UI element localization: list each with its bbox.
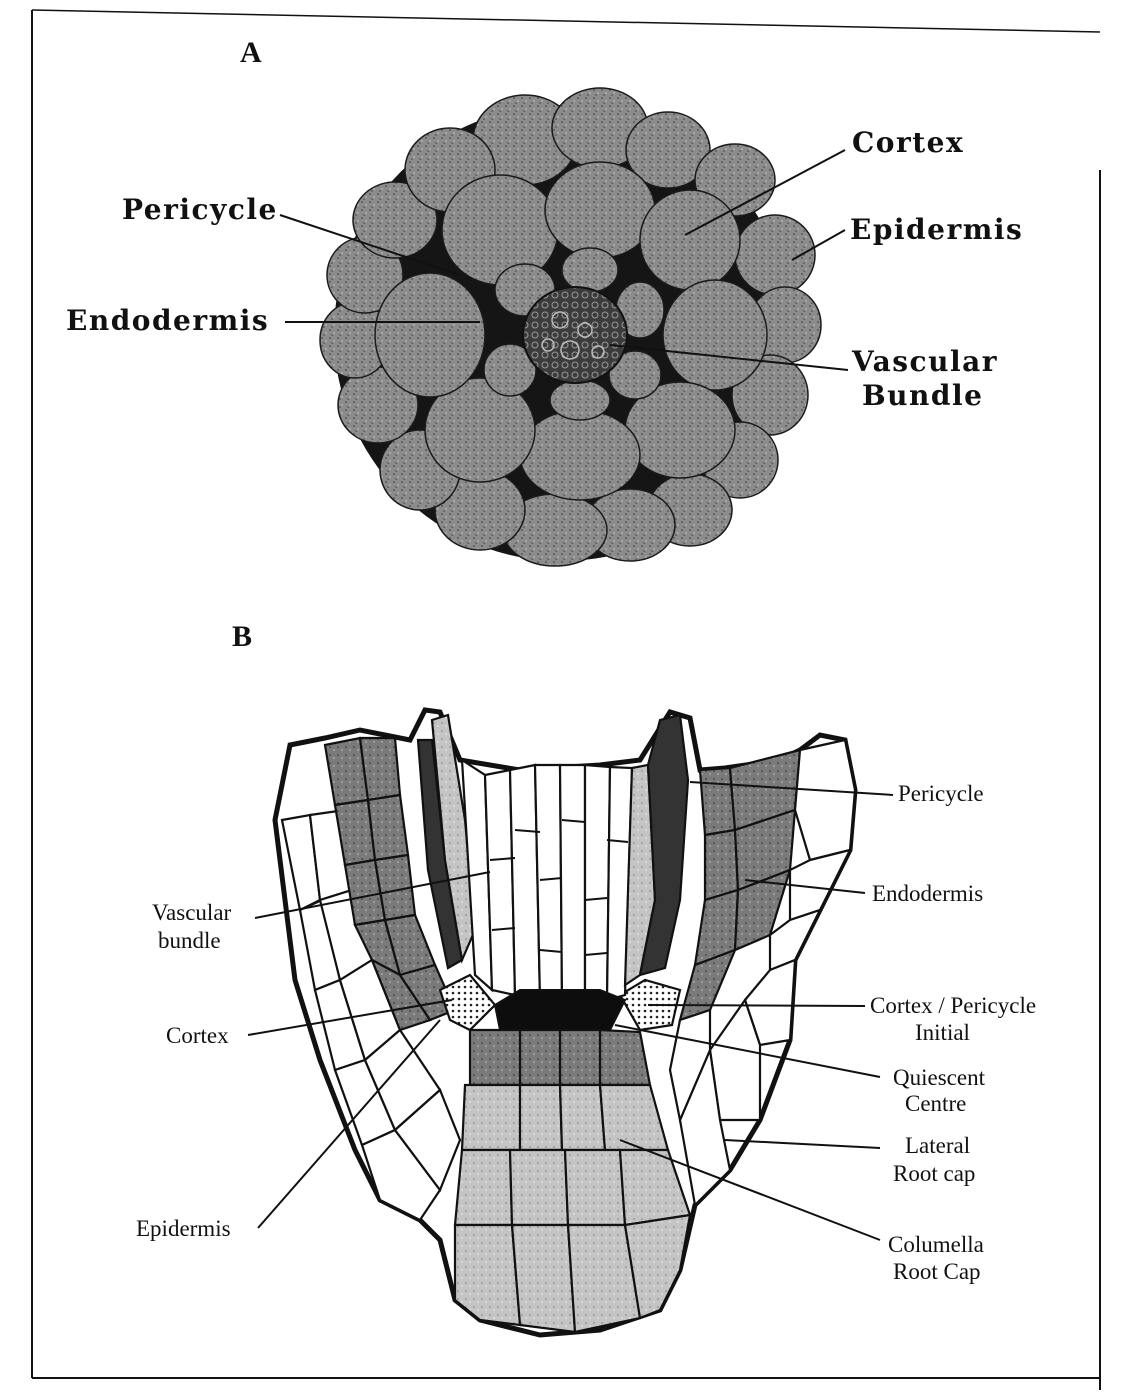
root-tip-longitudinal-section bbox=[275, 710, 855, 1335]
quiescent-centre bbox=[495, 990, 625, 1030]
label-b-epidermis: Epidermis bbox=[136, 1216, 231, 1241]
label-b-vascular-line1: Vascular bbox=[152, 900, 232, 925]
vascular-bundle bbox=[523, 287, 627, 383]
root-cross-section bbox=[320, 88, 821, 566]
label-b-quiescent-line1: Quiescent bbox=[893, 1065, 986, 1090]
label-b-cortex-pericycle-line1: Cortex / Pericycle bbox=[870, 993, 1036, 1018]
label-a-epidermis: Epidermis bbox=[850, 213, 1023, 246]
label-b-lateral-line2: Root cap bbox=[893, 1161, 975, 1186]
label-b-columella-line2: Root Cap bbox=[893, 1259, 981, 1284]
label-a-vascular-line2: Bundle bbox=[862, 379, 983, 412]
label-b-cortex-pericycle-line2: Initial bbox=[915, 1020, 970, 1045]
central-vascular-columns bbox=[462, 760, 632, 1000]
label-a-pericycle: Pericycle bbox=[122, 193, 278, 226]
label-a-endodermis: Endodermis bbox=[66, 304, 269, 337]
panel-a-letter: A bbox=[240, 36, 262, 69]
panel-b-letter: B bbox=[232, 620, 252, 653]
label-b-pericycle: Pericycle bbox=[898, 781, 984, 806]
label-b-vascular-line2: bundle bbox=[158, 928, 221, 953]
label-b-lateral-line1: Lateral bbox=[905, 1133, 970, 1158]
label-b-endodermis: Endodermis bbox=[872, 881, 983, 906]
label-b-columella-line1: Columella bbox=[888, 1232, 984, 1257]
label-a-vascular-line1: Vascular bbox=[851, 345, 998, 378]
label-b-quiescent-line2: Centre bbox=[905, 1091, 966, 1116]
label-b-cortex: Cortex bbox=[166, 1023, 229, 1048]
label-a-cortex: Cortex bbox=[852, 126, 964, 159]
